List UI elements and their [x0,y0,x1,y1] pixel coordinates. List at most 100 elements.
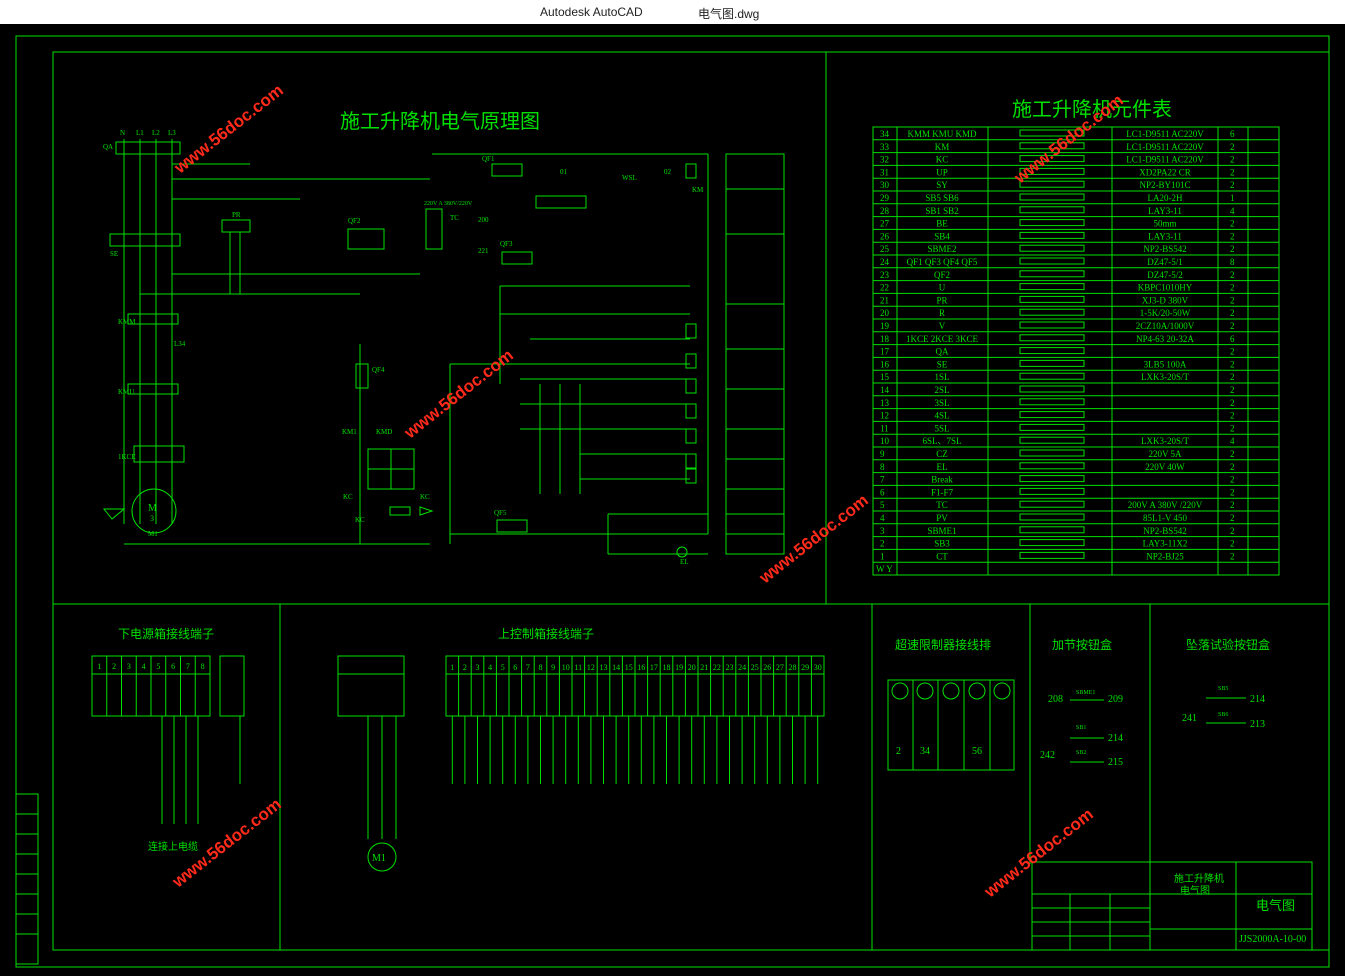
svg-text:SB2: SB2 [1076,750,1086,756]
component-no: 29 [880,193,890,203]
terminal-number: 19 [675,663,683,672]
terminal-number: 27 [776,663,784,672]
component-name-glyph [1019,321,1085,329]
svg-text:220V A 380V/220V: 220V A 380V/220V [424,201,473,207]
component-qty: 2 [1230,283,1235,293]
component-no: 1 [880,551,885,561]
component-name-glyph [1019,180,1085,188]
component-no: 7 [880,475,885,485]
terminal-number: 2 [463,663,467,672]
component-model: NP4-63 20-32A [1136,334,1194,344]
component-code: SBME1 [927,526,956,536]
lower-terminal-number: 7 [186,662,190,671]
component-model: NP2-BS542 [1143,526,1187,536]
component-no: 19 [880,321,890,331]
terminal-number: 29 [801,663,809,672]
component-code: SB4 [934,231,950,241]
component-qty: 4 [1230,206,1235,216]
component-code: SY [936,180,948,190]
component-model: LXK3-20S/T [1141,372,1189,382]
component-name-glyph [1019,257,1085,265]
drawing-canvas[interactable]: 施工升降机电气原理图 N L1 L2 L3 QA SE PR KMM L34 K… [0,24,1345,976]
svg-text:M1: M1 [148,530,158,538]
test-button-title: 坠落试验按钮盒 [1186,637,1270,652]
component-name-glyph [1019,308,1085,316]
component-name-glyph [1019,551,1085,559]
component-qty: 2 [1230,295,1235,305]
limit-label-1: 2 [896,746,901,757]
component-model: 200V A 380V /220V [1128,500,1203,510]
component-no: 23 [880,270,890,280]
svg-text:242: 242 [1040,750,1055,761]
component-no: 10 [880,436,890,446]
lower-terminal-number: 3 [127,662,131,671]
component-no: 9 [880,449,885,459]
component-code: CZ [936,449,948,459]
component-name-glyph [1019,295,1085,303]
terminal-number: 21 [700,663,708,672]
component-model: NP2-BJ25 [1146,551,1184,561]
svg-text:KMU: KMU [118,388,134,396]
power-circuit: N L1 L2 L3 QA SE PR KMM L34 KMU 1KCE M 3… [102,129,434,545]
component-no: 34 [880,129,890,139]
component-no: 17 [880,347,890,357]
terminal-number: 16 [637,663,645,672]
component-code: SE [937,359,948,369]
component-no: 6 [880,487,885,497]
component-name-glyph [1019,283,1085,291]
component-model: 3LB5 100A [1144,359,1187,369]
function-column [725,153,785,555]
terminal-number: 15 [625,663,633,672]
component-no: 27 [880,219,890,229]
terminal-number: 23 [726,663,734,672]
component-qty: 2 [1230,475,1235,485]
component-code: SB5 SB6 [925,193,959,203]
component-qty: 2 [1230,321,1235,331]
component-no: 28 [880,206,890,216]
component-name-glyph [1019,513,1085,521]
component-name-glyph [1019,193,1085,201]
svg-text:214: 214 [1108,733,1123,744]
component-model: LAY3-11 [1148,231,1182,241]
component-name-glyph [1019,411,1085,419]
component-model: 220V 5A [1148,449,1182,459]
component-qty: 2 [1230,398,1235,408]
terminal-number: 14 [612,663,620,672]
svg-text:214: 214 [1250,694,1265,705]
component-code: Break [931,475,953,485]
cad-drawing[interactable]: 施工升降机电气原理图 N L1 L2 L3 QA SE PR KMM L34 K… [0,24,1345,976]
component-name-glyph [1019,219,1085,227]
component-code: EL [937,462,948,472]
svg-text:KC: KC [420,493,430,501]
title-block-name-1: 施工升降机 [1174,872,1224,885]
component-model: LAY3-11 [1148,206,1182,216]
component-qty: 6 [1230,129,1235,139]
component-no: 8 [880,462,885,472]
svg-text:SE: SE [110,250,118,258]
component-no: 5 [880,500,885,510]
component-qty: 2 [1230,219,1235,229]
component-name-glyph [1019,167,1085,175]
component-no: 14 [880,385,890,395]
component-qty: 2 [1230,270,1235,280]
revision-strip [15,793,39,965]
component-code: F1-F7 [931,487,954,497]
component-code: KM [935,142,950,152]
component-name-glyph [1019,231,1085,239]
component-code: 1KCE 2KCE 3KCE [906,334,979,344]
component-model: LC1-D9511 AC220V [1126,129,1204,139]
component-table-title: 施工升降机元件表 [1012,98,1172,121]
component-code: 3SL [934,398,949,408]
inner-frame [52,51,1330,951]
component-no: 26 [880,231,890,241]
component-qty: 2 [1230,449,1235,459]
component-qty: 6 [1230,334,1235,344]
component-qty: 2 [1230,526,1235,536]
lower-terminal-number: 5 [156,662,160,671]
component-name-glyph [1019,270,1085,278]
component-model: LC1-D9511 AC220V [1126,142,1204,152]
svg-text:PR: PR [232,211,241,219]
svg-text:QF1: QF1 [482,155,495,163]
component-no: 30 [880,180,890,190]
svg-text:SB5: SB5 [1218,686,1228,692]
